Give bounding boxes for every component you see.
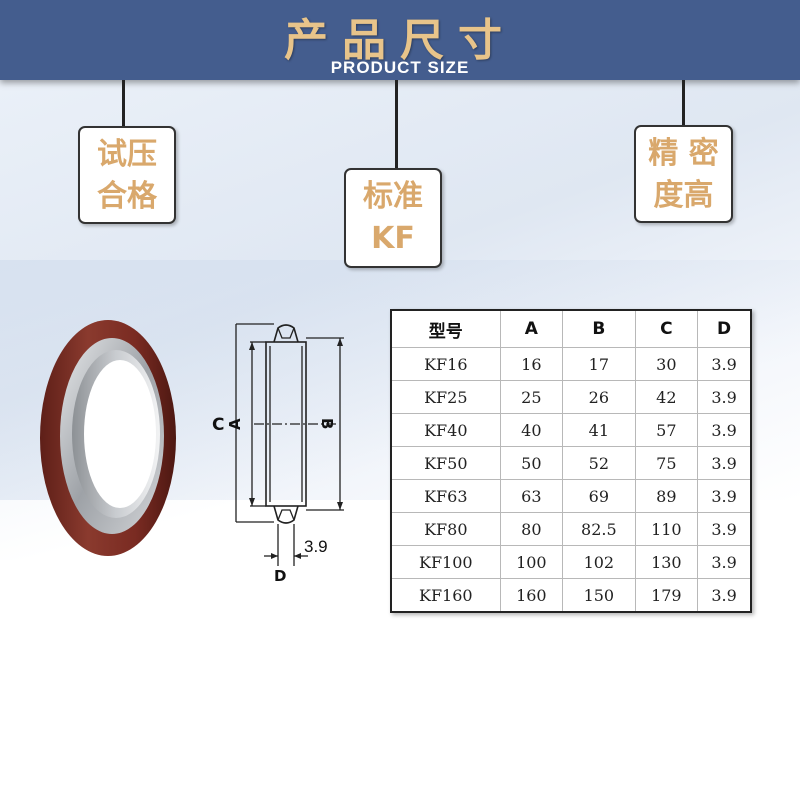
dim-label-d: D — [274, 567, 286, 585]
dim-label-a: A — [226, 418, 244, 430]
table-cell: KF16 — [390, 347, 501, 381]
tag-pressure-tested: 试压 合格 — [78, 126, 176, 224]
table-cell: 40 — [499, 413, 564, 447]
table-cell: 3.9 — [697, 380, 752, 414]
table-cell: KF80 — [390, 512, 501, 546]
table-cell: 3.9 — [697, 347, 752, 381]
table-cell: KF100 — [390, 545, 501, 579]
cross-section-drawing: C A B 3.9 D — [212, 323, 344, 585]
spec-table: 型号 A B C D KF16 16 17 30 3.9 KF25 25 26 … — [390, 309, 752, 613]
column-header-d: D — [697, 309, 752, 348]
table-cell: 57 — [634, 413, 699, 447]
table-cell: 89 — [634, 479, 699, 513]
table-cell: 42 — [634, 380, 699, 414]
table-row: KF16 16 17 30 3.9 — [390, 347, 752, 381]
table-cell: 102 — [562, 545, 636, 579]
table-cell: 30 — [634, 347, 699, 381]
table-header-row: 型号 A B C D — [390, 309, 752, 348]
dim-label-c: C — [212, 415, 224, 435]
tag-label-line2: 度高 — [653, 178, 714, 213]
table-row: KF50 50 52 75 3.9 — [390, 446, 752, 480]
centering-ring-image — [40, 320, 176, 556]
tag-hanger-right — [682, 80, 685, 126]
table-cell: 17 — [562, 347, 636, 381]
table-cell: KF25 — [390, 380, 501, 414]
tag-hanger-middle — [395, 80, 398, 169]
tag-high-precision: 精 密 度高 — [634, 125, 733, 223]
table-row: KF63 63 69 89 3.9 — [390, 479, 752, 513]
table-cell: KF63 — [390, 479, 501, 513]
table-cell: 69 — [562, 479, 636, 513]
tag-label-line1: 标准 — [363, 179, 423, 214]
table-row: KF160 160 150 179 3.9 — [390, 578, 752, 613]
header-banner: 产品尺寸 PRODUCT SIZE — [0, 0, 800, 80]
page-title: 产品尺寸 — [284, 15, 516, 66]
table-cell: 130 — [634, 545, 699, 579]
table-row: KF40 40 41 57 3.9 — [390, 413, 752, 447]
table-cell: 3.9 — [697, 578, 752, 613]
table-cell: 41 — [562, 413, 636, 447]
column-header-c: C — [634, 309, 699, 348]
table-cell: 3.9 — [697, 446, 752, 480]
page-subtitle: PRODUCT SIZE — [330, 58, 470, 77]
table-row: KF25 25 26 42 3.9 — [390, 380, 752, 414]
table-cell: 52 — [562, 446, 636, 480]
tag-label-line2: 合格 — [97, 179, 157, 214]
table-cell: 110 — [634, 512, 699, 546]
table-cell: 150 — [562, 578, 636, 613]
table-cell: 3.9 — [697, 545, 752, 579]
table-cell: 100 — [499, 545, 564, 579]
column-header-a: A — [499, 309, 564, 348]
table-cell: 160 — [499, 578, 564, 613]
table-cell: 80 — [499, 512, 564, 546]
tag-hanger-left — [122, 80, 125, 127]
table-cell: 82.5 — [562, 512, 636, 546]
table-cell: 179 — [634, 578, 699, 613]
tag-label-line1: 精 密 — [648, 136, 719, 171]
dim-thickness-value: 3.9 — [304, 537, 328, 556]
table-cell: 25 — [499, 380, 564, 414]
tag-label-line1: 试压 — [97, 137, 157, 172]
table-cell: 26 — [562, 380, 636, 414]
table-cell: 63 — [499, 479, 564, 513]
table-row: KF80 80 82.5 110 3.9 — [390, 512, 752, 546]
column-header-b: B — [562, 309, 636, 348]
dim-label-b: B — [318, 418, 336, 429]
tag-standard-kf: 标准 KF — [344, 168, 442, 268]
table-cell: 75 — [634, 446, 699, 480]
table-cell: 16 — [499, 347, 564, 381]
table-cell: 3.9 — [697, 479, 752, 513]
ring-opening — [84, 360, 156, 508]
table-row: KF100 100 102 130 3.9 — [390, 545, 752, 579]
column-header-model: 型号 — [390, 309, 501, 348]
table-cell: 3.9 — [697, 512, 752, 546]
table-cell: KF50 — [390, 446, 501, 480]
table-cell: 3.9 — [697, 413, 752, 447]
table-cell: 50 — [499, 446, 564, 480]
table-cell: KF160 — [390, 578, 501, 613]
tag-label-line2: KF — [371, 221, 415, 256]
table-cell: KF40 — [390, 413, 501, 447]
